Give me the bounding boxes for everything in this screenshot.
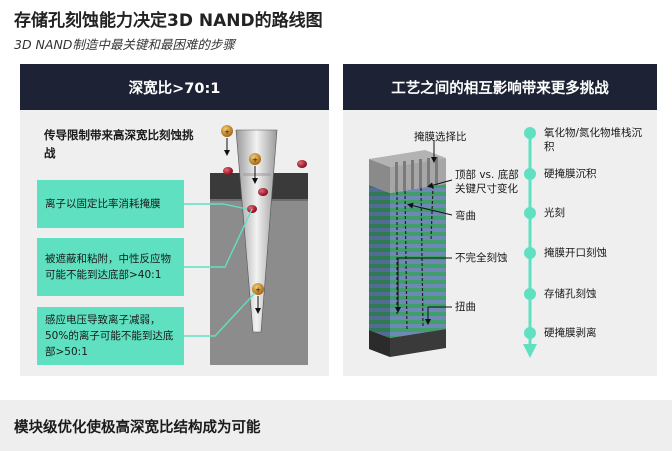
- left-panel-heading: 传导限制带来高深宽比刻蚀挑战: [44, 128, 194, 160]
- ion-icon: [252, 283, 264, 295]
- timeline-dot: [524, 207, 536, 219]
- callout-box-mask-consumption: 离子以固定比率消耗掩膜: [37, 180, 184, 228]
- ion-icon: [249, 153, 261, 165]
- step-lithography: 光刻: [544, 207, 565, 219]
- step-hardmask-strip: 硬掩膜剥离: [544, 327, 597, 339]
- timeline-dot: [524, 168, 536, 180]
- callout-box-ion-charging: 感应电压导致离子减弱，50%的离子可能不能到达底部>50:1: [37, 307, 184, 365]
- step-stack-deposition: 氧化物/氮化物堆栈沉积: [544, 127, 643, 153]
- left-panel-header: 深宽比>70:1: [20, 64, 329, 110]
- timeline-dot: [524, 127, 536, 139]
- bottom-bar: [0, 400, 672, 451]
- label-incomplete-etch: 不完全刻蚀: [455, 252, 508, 264]
- svg-text:+: +: [255, 286, 261, 294]
- neutral-particle-icon: [223, 167, 233, 175]
- label-bowing: 弯曲: [455, 210, 476, 222]
- svg-text:+: +: [252, 156, 258, 164]
- callout-lines: [184, 203, 256, 337]
- timeline-dot: [524, 247, 536, 259]
- callout-box-neutral-shadowing: 被遮蔽和粘附，中性反应物可能不能到达底部>40:1: [37, 238, 184, 296]
- callout-text: 感应电压导致离子减弱，50%的离子可能不能到达底部>50:1: [45, 314, 174, 358]
- callout-text: 被遮蔽和粘附，中性反应物可能不能到达底部>40:1: [45, 253, 171, 281]
- step-memory-hole-etch: 存储孔刻蚀: [544, 288, 597, 300]
- right-panel-header: 工艺之间的相互影响带来更多挑战: [343, 64, 657, 110]
- neutral-particle-icon: [297, 160, 307, 168]
- page-subtitle: 3D NAND制造中最关键和最困难的步骤: [14, 37, 235, 52]
- ion-particles: + + +: [221, 125, 264, 314]
- step-mask-open-etch: 掩膜开口刻蚀: [544, 247, 607, 259]
- process-timeline: [523, 127, 537, 358]
- callout-text: 离子以固定比率消耗掩膜: [45, 198, 161, 210]
- timeline-arrow-icon: [523, 344, 537, 358]
- bottom-conclusion: 模块级优化使极高深宽比结构成为可能: [14, 420, 261, 436]
- ion-icon: [221, 125, 233, 137]
- label-cd-top-bottom: 顶部 vs. 底部关键尺寸变化: [455, 169, 519, 195]
- timeline-dot: [524, 288, 536, 300]
- page-title: 存储孔刻蚀能力决定3D NAND的路线图: [14, 11, 323, 31]
- neutral-particle-icon: [258, 188, 268, 196]
- label-mask-selectivity: 掩膜选择比: [414, 131, 467, 143]
- stack-block-3d: [369, 140, 453, 357]
- etch-hole: [235, 129, 278, 333]
- svg-text:+: +: [224, 128, 230, 136]
- label-twisting: 扭曲: [455, 301, 476, 313]
- etch-cross-section: + + +: [184, 125, 308, 365]
- timeline-dot: [524, 327, 536, 339]
- step-hardmask-deposition: 硬掩膜沉积: [544, 168, 597, 180]
